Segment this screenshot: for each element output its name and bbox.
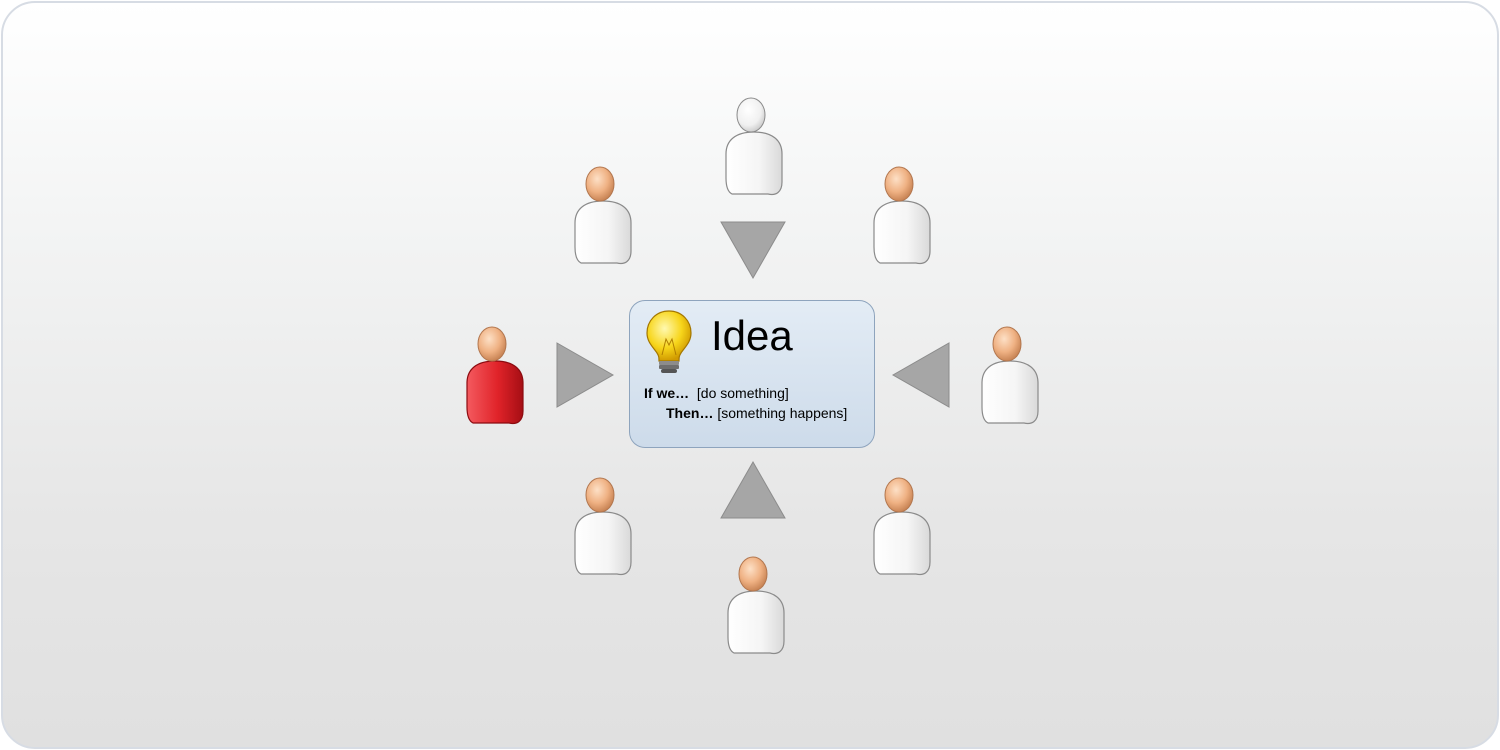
person-bottom	[727, 556, 785, 655]
lightbulb-icon	[646, 310, 692, 373]
then-label: Then…	[666, 405, 714, 421]
person-icon	[873, 477, 931, 576]
person-top	[725, 97, 783, 196]
person-icon	[981, 326, 1039, 425]
if-text: [do something]	[696, 385, 789, 401]
person-icon	[466, 326, 524, 425]
arrow-up-icon	[720, 460, 786, 519]
person-icon	[727, 556, 785, 655]
person-bottom-right	[873, 477, 931, 576]
person-left-highlighted	[466, 326, 524, 425]
arrow-right-icon	[556, 342, 615, 408]
person-icon	[574, 477, 632, 576]
person-bottom-left	[574, 477, 632, 576]
person-top-left	[574, 166, 632, 265]
arrow-down-icon	[720, 221, 786, 280]
person-right	[981, 326, 1039, 425]
person-icon	[574, 166, 632, 265]
person-top-right	[873, 166, 931, 265]
if-label: If we…	[644, 385, 690, 401]
idea-title: Idea	[711, 312, 793, 359]
arrow-left-icon	[891, 342, 950, 408]
idea-box: Idea If we… [do something] Then… [someth…	[629, 300, 875, 448]
person-icon	[873, 166, 931, 265]
hypothesis-if-line: If we… [do something]	[644, 385, 789, 401]
then-text: [something happens]	[717, 405, 848, 421]
person-icon	[725, 97, 783, 196]
hypothesis-then-line: Then… [something happens]	[666, 405, 847, 421]
